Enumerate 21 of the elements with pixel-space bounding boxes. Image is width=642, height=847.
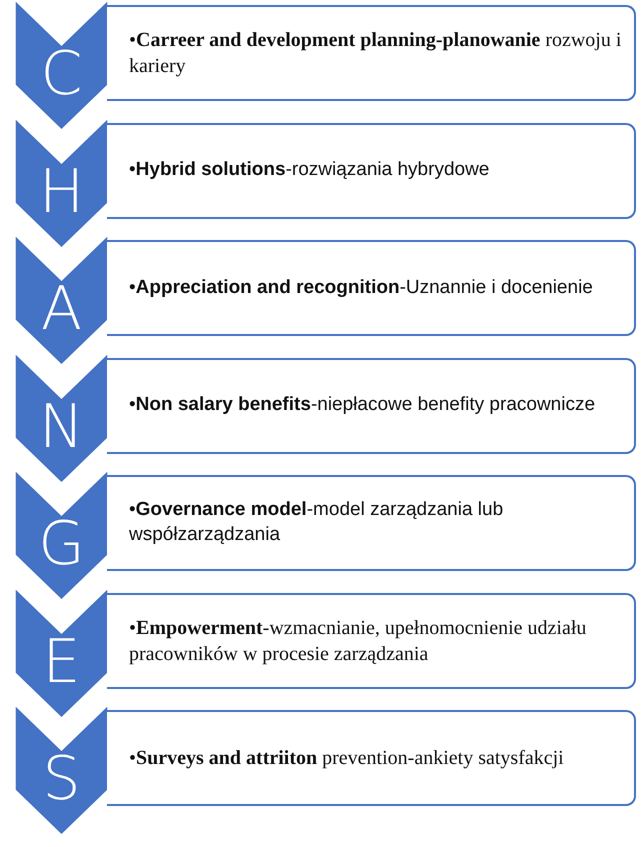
item-text: •Governance model-model zarządzania lub współzarządzania <box>129 498 504 547</box>
list-item-box <box>107 122 636 218</box>
list-item-box <box>107 358 636 454</box>
chevron-letter: G <box>37 514 86 574</box>
item-text: •Surveys and attriiton prevention-ankiety satysfakcji <box>129 746 564 771</box>
list-item-box <box>107 475 636 571</box>
chevron-letter: N <box>38 396 85 456</box>
item-text: •Hybrid solutions-rozwiązania hybrydowe <box>129 158 490 182</box>
chevron-letter: E <box>42 632 82 692</box>
item-text: •Non salary benefits-niepłacowe benefity pracownicze <box>129 393 596 418</box>
list-item-box <box>107 592 636 688</box>
item-text: •Carreer and development planning-planowanie rozwoju i kariery <box>129 28 622 79</box>
list-item-box <box>107 5 636 101</box>
list-item-box <box>107 710 636 806</box>
chevron-letter: H <box>38 162 86 222</box>
chevron-letter: S <box>41 749 82 809</box>
item-text: •Appreciation and recognition-Uznannie i docenienie <box>129 276 593 300</box>
item-text: •Empowerment-wzmacnianie, upełnomocnienie udziału pracowników w procesie zarządzania <box>129 616 588 666</box>
chevron-letter: C <box>40 44 84 104</box>
list-item-box <box>107 240 636 336</box>
chevron-letter: A <box>40 279 84 339</box>
